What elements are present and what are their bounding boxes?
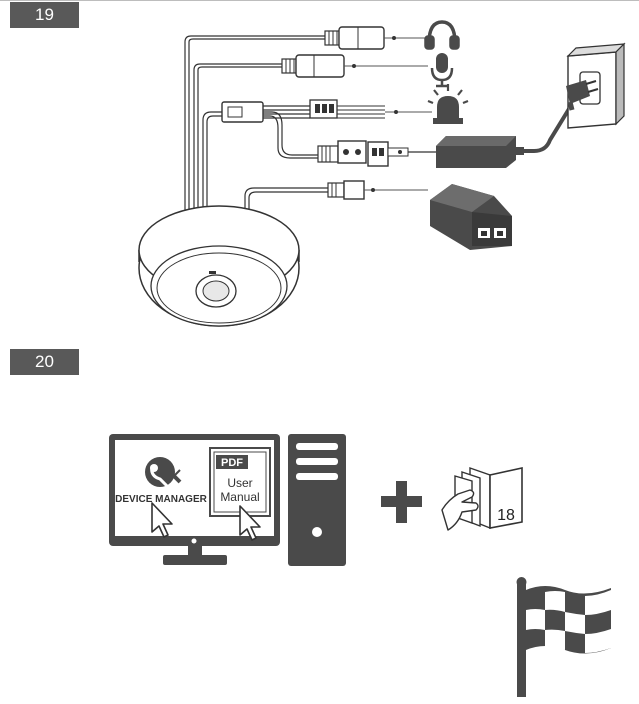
pdf-badge: PDF bbox=[221, 457, 243, 469]
plus-sign bbox=[381, 481, 422, 523]
network-connector bbox=[327, 180, 428, 200]
doc-title-line2: Manual bbox=[220, 490, 259, 504]
user-manual-document-icon[interactable]: PDF User Manual bbox=[209, 447, 271, 541]
alarm-connector bbox=[221, 99, 432, 123]
device-manager-label: DEVICE MANAGER bbox=[115, 494, 207, 505]
audio-out-jack bbox=[324, 26, 430, 50]
manual-page-icon: 18 bbox=[441, 467, 523, 531]
headphone-icon bbox=[424, 20, 460, 50]
alarm-light-icon bbox=[427, 84, 469, 124]
poe-injector-icon bbox=[430, 184, 512, 250]
pc-tower-icon bbox=[288, 434, 346, 566]
power-adapter-icon bbox=[436, 102, 574, 168]
manual-page-number: 18 bbox=[497, 507, 515, 524]
fisheye-camera bbox=[138, 205, 300, 327]
camera-cables bbox=[184, 35, 328, 212]
checkered-flag-icon bbox=[516, 577, 611, 697]
top-divider bbox=[0, 0, 639, 1]
wall-outlet-icon bbox=[566, 42, 626, 129]
audio-in-jack bbox=[281, 54, 428, 78]
doc-title-line1: User bbox=[227, 476, 252, 490]
microphone-icon bbox=[430, 53, 454, 88]
device-manager-app-icon[interactable]: DEVICE MANAGER bbox=[115, 457, 208, 538]
step-20-badge: 20 bbox=[10, 349, 79, 375]
step-19-badge: 19 bbox=[10, 2, 79, 28]
power-connector bbox=[317, 140, 436, 167]
